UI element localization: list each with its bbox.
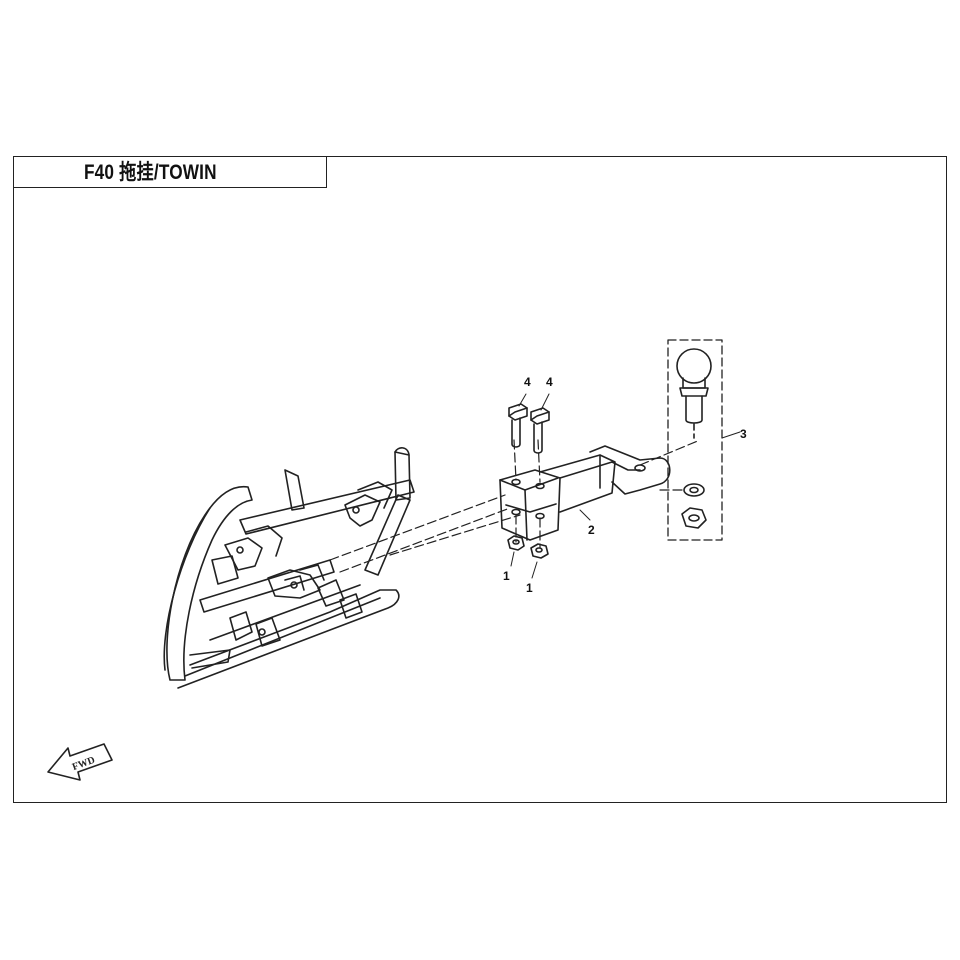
nut-left (507, 535, 525, 551)
vehicle-frame (163, 447, 415, 689)
hitch-ball-kit (667, 339, 723, 541)
title-box (13, 156, 327, 188)
draw-bar (499, 445, 671, 541)
callout-4-left: 4 (524, 375, 531, 389)
diagram-frame (13, 156, 947, 803)
callout-2: 2 (588, 523, 595, 537)
leader-lines (510, 393, 741, 579)
callout-1-left: 1 (503, 569, 510, 583)
page-title: F40 拖挂/TOWIN (84, 161, 217, 184)
forward-arrow-icon (47, 743, 113, 781)
callout-1-right: 1 (526, 581, 533, 595)
nut-right (530, 543, 549, 559)
callout-4-right: 4 (546, 375, 553, 389)
callout-3: 3 (740, 427, 747, 441)
alignment-lines (329, 439, 701, 573)
bolt-right (530, 407, 550, 454)
bolt-left (508, 403, 528, 448)
